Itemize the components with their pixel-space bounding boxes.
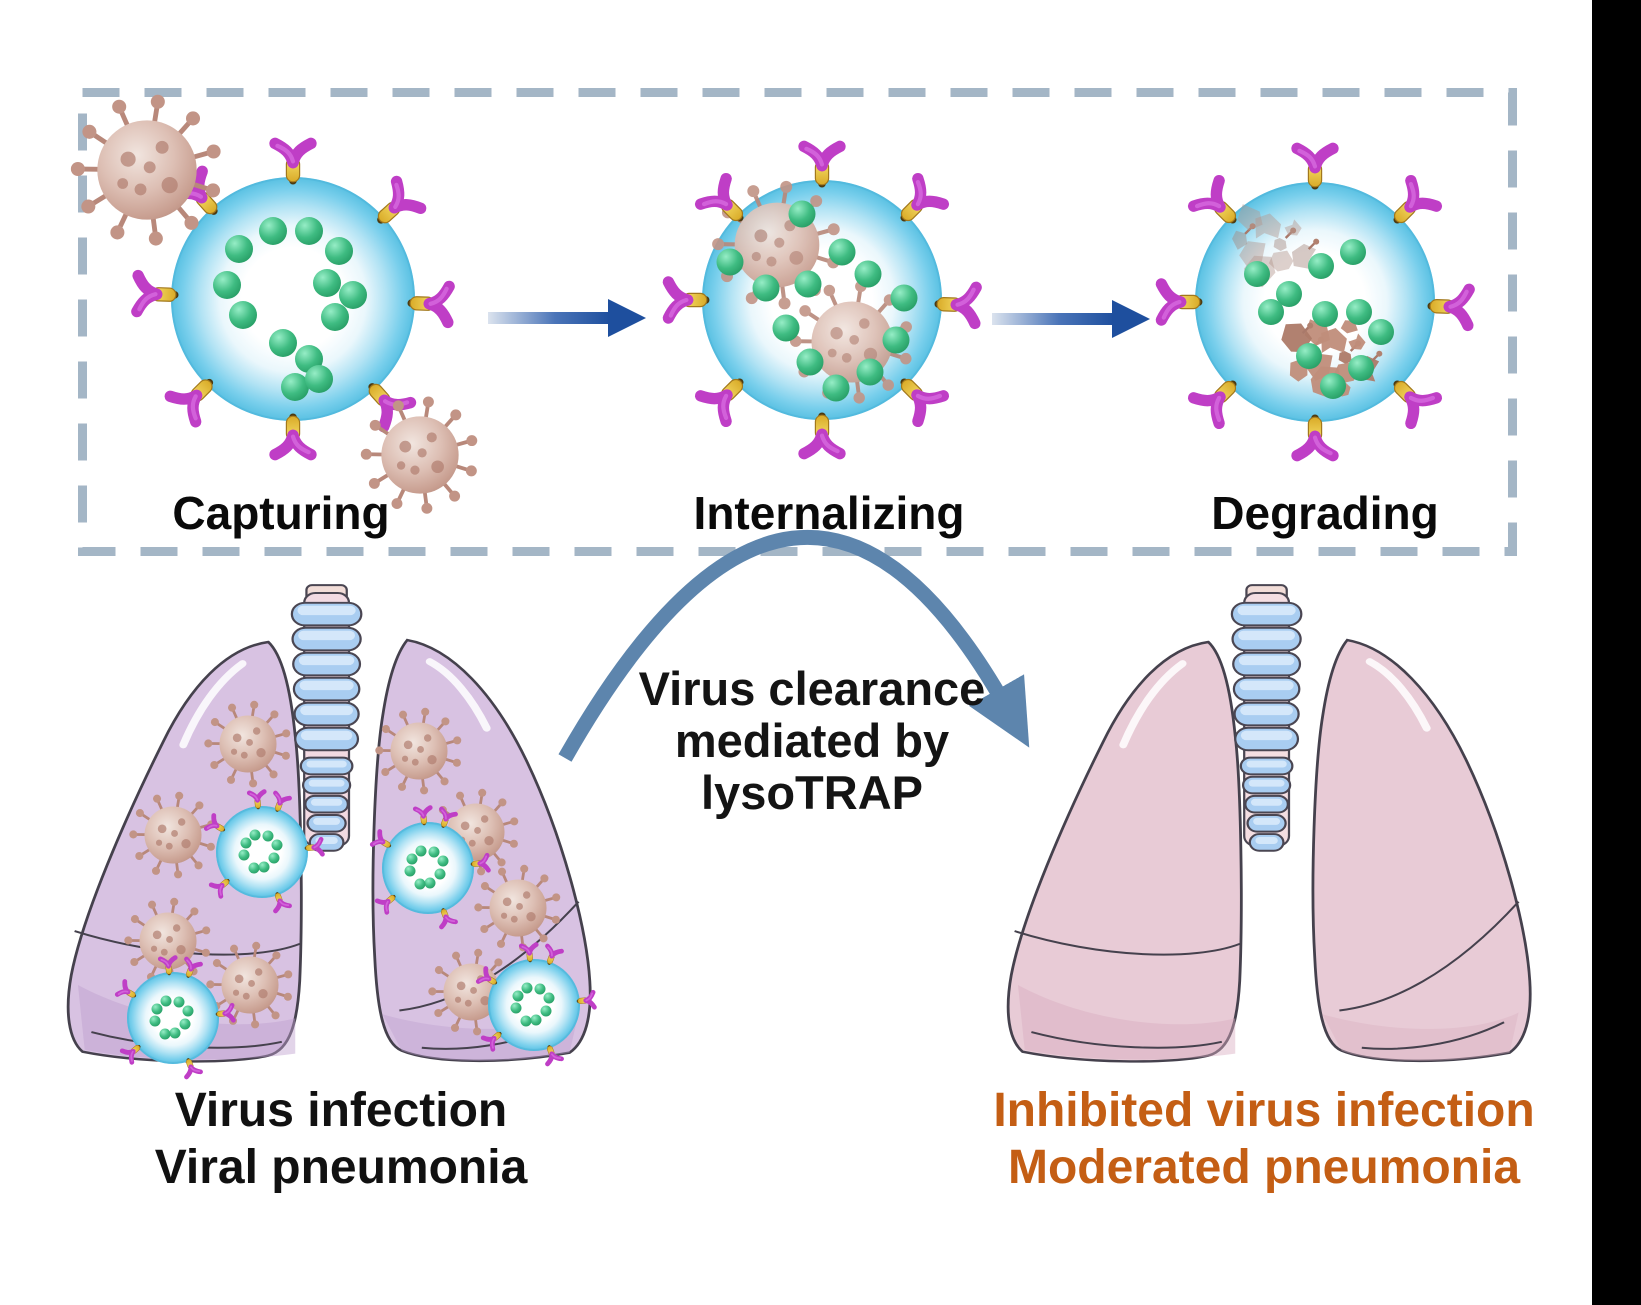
clearance-caption: Virus clearance mediated by lysoTRAP [639, 663, 986, 819]
step-label-internalizing: Internalizing [693, 487, 965, 539]
infected-lungs-label-line1: Virus infection [174, 1084, 508, 1137]
infected-lungs-label-line2: Viral pneumonia [154, 1141, 528, 1194]
healthy-lungs-label-line1: Inhibited virus infection [993, 1084, 1535, 1137]
step-label-degrading: Degrading [1211, 487, 1439, 539]
process-step-box [78, 88, 1517, 556]
lung-lysotrap-icon [206, 792, 322, 911]
lung-virus-icon [204, 700, 291, 788]
lung-lysotrap-icon [117, 958, 233, 1077]
step-arrow-icon [992, 300, 1150, 338]
step-label-capturing: Capturing [172, 487, 390, 539]
clearance-arrow-icon [558, 529, 1030, 762]
healthy-lungs-label-line2: Moderated pneumonia [1007, 1141, 1521, 1194]
clearance-caption-line2: mediated by [674, 714, 950, 767]
lung-lysotrap-icon [478, 945, 594, 1064]
lung-lysotrap-icon [372, 808, 488, 927]
lung-virus-icon [474, 864, 561, 952]
free-virus-icon [360, 396, 478, 514]
lung-virus-icon [129, 791, 216, 879]
infected-lungs-label: Virus infection Viral pneumonia [155, 1082, 528, 1196]
trachea [290, 584, 363, 852]
lysotrap-capturing-illustration [137, 143, 449, 454]
free-virus-icon [70, 94, 221, 246]
healthy-lungs-illustration [1006, 584, 1532, 1063]
lysotrap-degrading-illustration [1161, 148, 1469, 455]
clearance-caption-line1: Virus clearance [638, 662, 986, 715]
screenshot-black-strip [1592, 0, 1641, 1305]
lysotrap-internalizing-illustration [668, 146, 976, 453]
step-arrow-icon [488, 299, 646, 337]
lung-virus-icon [375, 707, 462, 795]
clearance-caption-line3: lysoTRAP [701, 766, 923, 819]
healthy-lungs-label: Inhibited virus infection Moderated pneu… [993, 1082, 1534, 1196]
trachea [1230, 584, 1303, 852]
infected-lungs-overlay [117, 700, 594, 1077]
